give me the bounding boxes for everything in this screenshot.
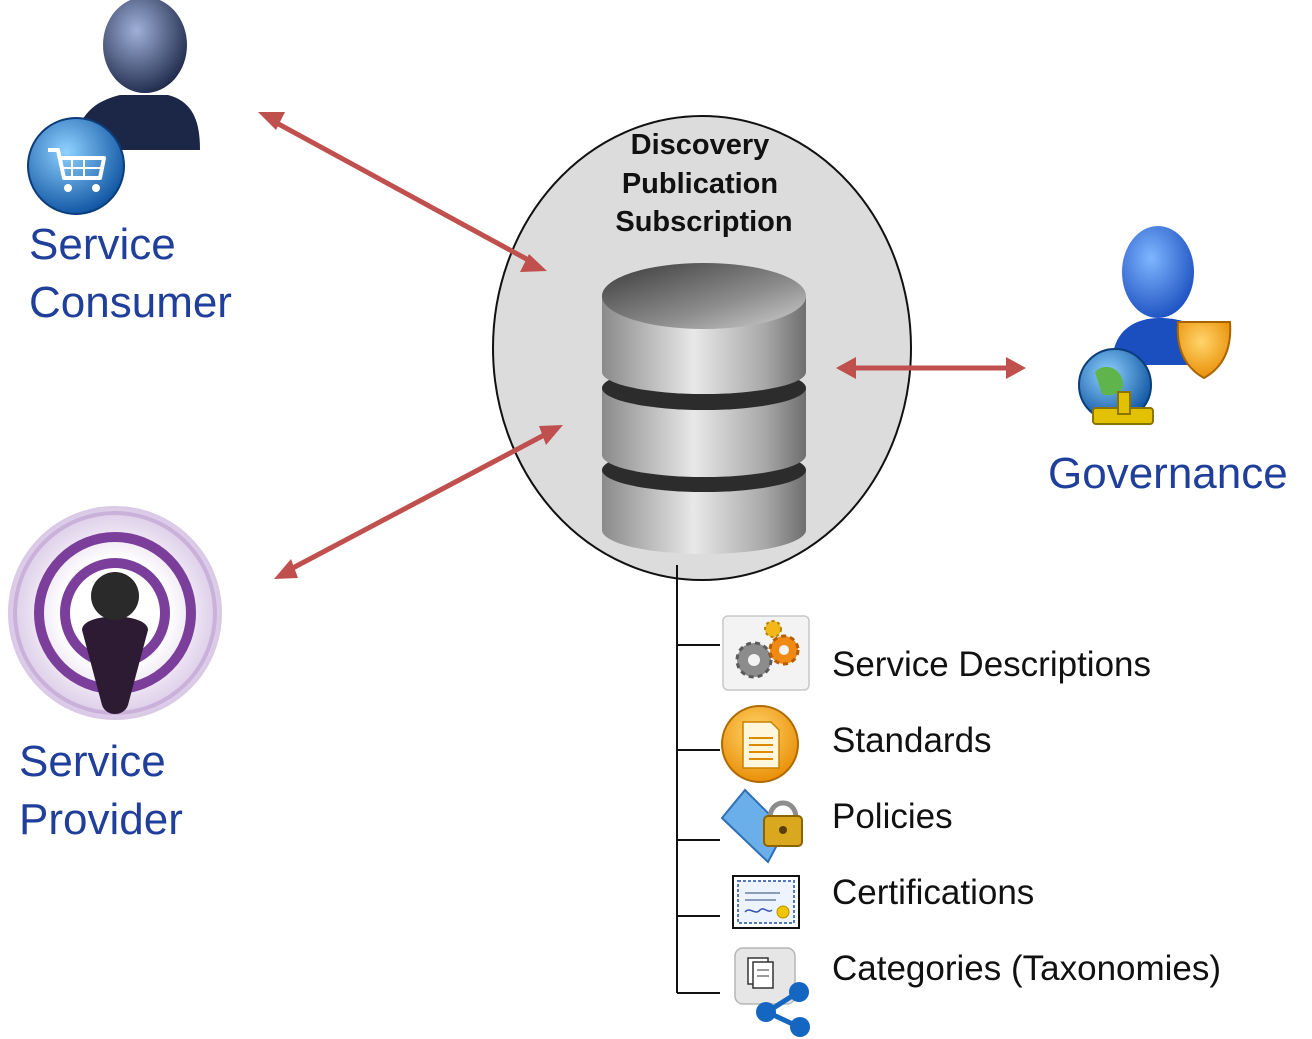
locked-folder-icon	[720, 788, 803, 864]
certificate-icon	[732, 875, 800, 929]
arrow-hub-governance	[836, 357, 1026, 379]
consumer-label-line2: Consumer	[29, 278, 232, 327]
arrow-provider-hub	[274, 425, 563, 579]
taxonomy-network-icon	[734, 947, 810, 1037]
gears-icon	[722, 615, 810, 691]
provider-label: Service Provider	[19, 737, 183, 844]
consumer-shopping-cart-icon	[27, 0, 200, 215]
provider-label-line2: Provider	[19, 795, 183, 844]
consumer-label-line1: Service	[29, 220, 176, 269]
hub-label: Discovery Publication Subscription	[615, 129, 792, 238]
hub-line-subscription: Subscription	[615, 206, 792, 238]
hub-line-discovery: Discovery	[631, 129, 770, 161]
registry-item-standards: Standards	[721, 705, 992, 783]
document-icon	[721, 705, 799, 783]
registry-item-label: Policies	[832, 797, 953, 836]
registry-item-service-descriptions: Service Descriptions	[722, 615, 1151, 691]
governance-user-badge-icon	[1078, 226, 1232, 425]
hub-line-publication: Publication	[622, 168, 778, 200]
registry-item-label: Certifications	[832, 873, 1034, 912]
registry-tree-connector	[676, 565, 720, 994]
podcast-broadcaster-icon	[8, 506, 222, 720]
consumer-label: Service Consumer	[29, 220, 232, 327]
arrow-consumer-hub	[258, 112, 547, 272]
registry-item-categories: Categories (Taxonomies)	[734, 947, 1221, 1037]
registry-item-label: Standards	[832, 721, 992, 760]
registry-item-label: Service Descriptions	[832, 645, 1151, 684]
registry-item-certifications: Certifications	[732, 873, 1034, 929]
database-icon	[602, 263, 806, 554]
registry-item-policies: Policies	[720, 788, 953, 864]
governance-label: Governance	[1048, 449, 1288, 498]
registry-item-label: Categories (Taxonomies)	[832, 949, 1221, 988]
provider-label-line1: Service	[19, 737, 166, 786]
